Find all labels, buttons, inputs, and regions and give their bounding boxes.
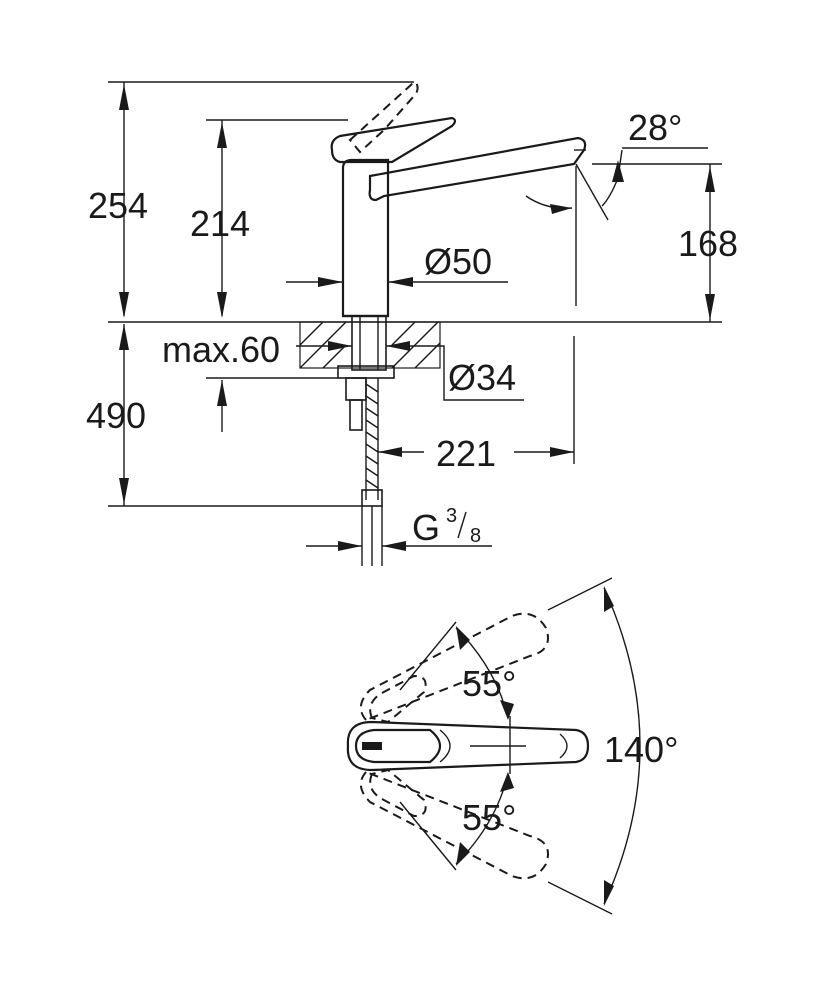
handle-position-mid-up <box>369 674 427 724</box>
handle-position-left-up <box>359 612 549 722</box>
dim-body-diameter <box>286 277 508 287</box>
spout <box>368 136 587 202</box>
handle-top-inner <box>354 728 442 764</box>
handle-raised-outline <box>348 80 419 154</box>
dim-below-counter <box>108 324 362 507</box>
handle-position-left-down <box>359 770 549 880</box>
dim-rotation-left-label: 55° <box>462 663 516 704</box>
dim-max-thickness <box>296 341 432 351</box>
handle-top-outline <box>346 720 590 772</box>
dim-spout-angle-label: 28° <box>628 107 682 148</box>
handle-position-mid-down <box>369 768 427 818</box>
dim-spout-reach-label: 221 <box>436 433 496 474</box>
dim-max-thickness-label: max.60 <box>162 329 280 370</box>
dim-thread <box>306 541 492 551</box>
dim-spout-height-label: 168 <box>678 223 738 264</box>
faucet-body <box>341 158 390 318</box>
dim-body-diameter-label: Ø50 <box>424 241 492 282</box>
dim-hole-diameter-label: Ø34 <box>448 357 516 398</box>
dim-thread-label: G <box>412 507 440 548</box>
dim-rotation-total-label: 140° <box>604 729 678 770</box>
dim-thread-numerator: 3 <box>446 505 457 527</box>
dim-rotation-right-label: 55° <box>462 797 516 838</box>
dim-below-counter-label: 490 <box>86 395 146 436</box>
dim-spout-angle <box>525 147 708 306</box>
mounting-shank <box>337 315 395 566</box>
dim-total-height <box>108 81 414 318</box>
dim-body-height <box>206 119 348 318</box>
dim-spout-height <box>592 163 722 322</box>
side-view: 254 214 168 28° <box>86 80 738 566</box>
handle-lever <box>330 116 457 164</box>
dim-hole-diameter <box>432 345 524 401</box>
top-view: 55° 55° 140° <box>346 577 678 915</box>
dim-spout-reach <box>378 336 575 464</box>
dim-body-height-label: 214 <box>190 203 250 244</box>
countertop-hatching <box>299 321 441 369</box>
dim-total-height-label: 254 <box>88 185 148 226</box>
dim-thread-denominator: 8 <box>470 525 481 547</box>
